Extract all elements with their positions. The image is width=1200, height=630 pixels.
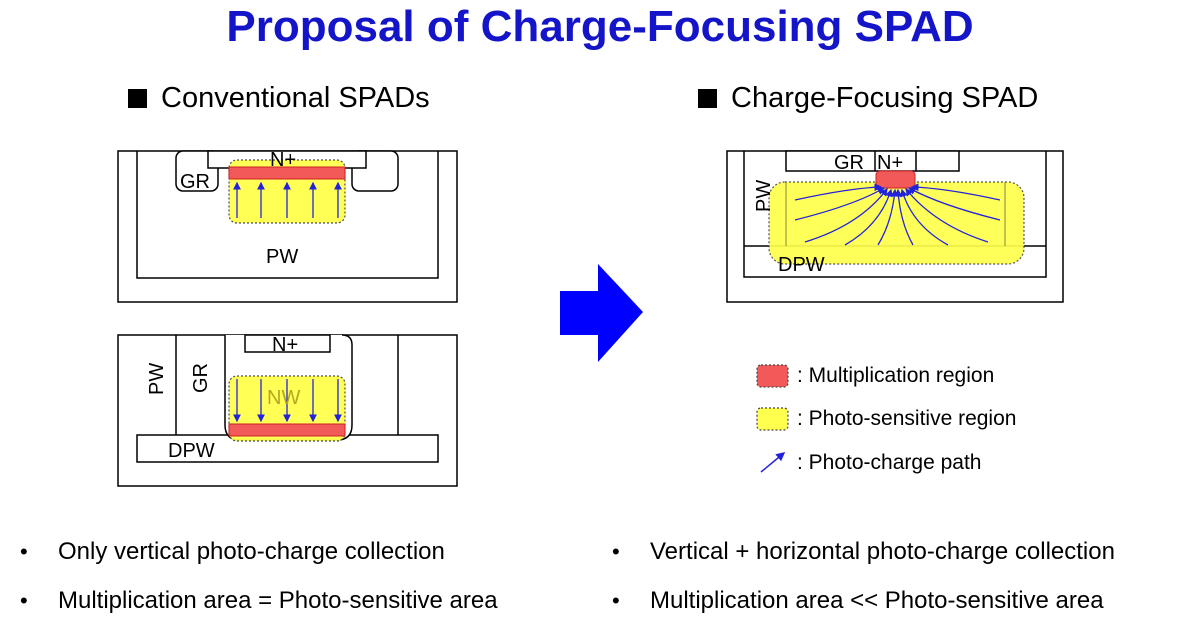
nplus-region	[244, 334, 331, 353]
photo-charge-path-legend-icon	[760, 452, 786, 473]
page-title: Proposal of Charge-Focusing SPAD	[226, 2, 974, 51]
multiplication-region	[228, 423, 346, 437]
conventional-spad-diagram-2: N+ NW DPW PW GR	[117, 334, 458, 487]
bullet-text: Vertical + horizontal photo-charge colle…	[650, 538, 1115, 565]
gr-label: GR	[180, 171, 210, 193]
gr-label: GR	[834, 152, 864, 174]
surface-layer	[785, 150, 960, 172]
bullet-text: Multiplication area = Photo-sensitive ar…	[58, 587, 498, 614]
photo-charge-paths	[233, 181, 342, 218]
nw-label: NW	[267, 387, 300, 409]
multiplication-region	[228, 166, 346, 180]
conventional-spad-diagram-1: GR N+ PW	[117, 149, 458, 303]
bullet-right-1: • Vertical + horizontal photo-charge col…	[612, 538, 1115, 566]
pw-label: PW	[266, 246, 298, 268]
square-bullet-icon	[698, 89, 717, 108]
dpw-label: DPW	[778, 254, 825, 276]
dpw-label: DPW	[168, 440, 215, 462]
pw-well-outline	[743, 151, 1047, 278]
pw-label: PW	[753, 180, 775, 212]
bullet-dot-icon: •	[20, 588, 28, 613]
square-bullet-icon	[128, 89, 147, 108]
legend-swatches	[756, 364, 789, 473]
photo-charge-paths	[233, 379, 342, 423]
photo-sensitive-region	[768, 181, 1025, 265]
pw-well-outline	[136, 151, 439, 279]
legend-photo-sensitive-label: : Photo-sensitive region	[797, 407, 1017, 430]
charge-focusing-spad-diagram: GR N+ DPW PW	[726, 150, 1064, 303]
bullet-left-1: • Only vertical photo-charge collection	[20, 538, 445, 566]
nplus-label: N+	[272, 334, 298, 356]
legend-multiplication-label: : Multiplication region	[797, 364, 995, 387]
bullet-text: Only vertical photo-charge collection	[58, 538, 445, 565]
charge-focusing-heading-text: Charge-Focusing SPAD	[731, 82, 1039, 114]
gr-label: GR	[190, 363, 212, 393]
nplus-label: N+	[877, 152, 903, 174]
transition-arrow-icon	[560, 264, 643, 362]
conventional-heading: Conventional SPADs	[128, 82, 430, 115]
pw-label: PW	[146, 363, 168, 395]
photo-charge-paths	[794, 183, 1001, 246]
nplus-label: N+	[270, 149, 296, 171]
bullet-right-2: • Multiplication area << Photo-sensitive…	[612, 587, 1104, 615]
charge-focusing-heading: Charge-Focusing SPAD	[698, 82, 1038, 115]
legend-photo-charge-path-label: : Photo-charge path	[797, 451, 982, 474]
conventional-heading-text: Conventional SPADs	[161, 82, 430, 114]
multiplication-region	[875, 170, 916, 189]
multiplication-legend-swatch	[756, 364, 789, 388]
bullet-dot-icon: •	[20, 539, 28, 564]
photo-sensitive-legend-swatch	[756, 407, 789, 431]
bullet-left-2: • Multiplication area = Photo-sensitive …	[20, 587, 498, 615]
bullet-dot-icon: •	[612, 539, 620, 564]
bullet-text: Multiplication area << Photo-sensitive a…	[650, 587, 1104, 614]
bullet-dot-icon: •	[612, 588, 620, 613]
